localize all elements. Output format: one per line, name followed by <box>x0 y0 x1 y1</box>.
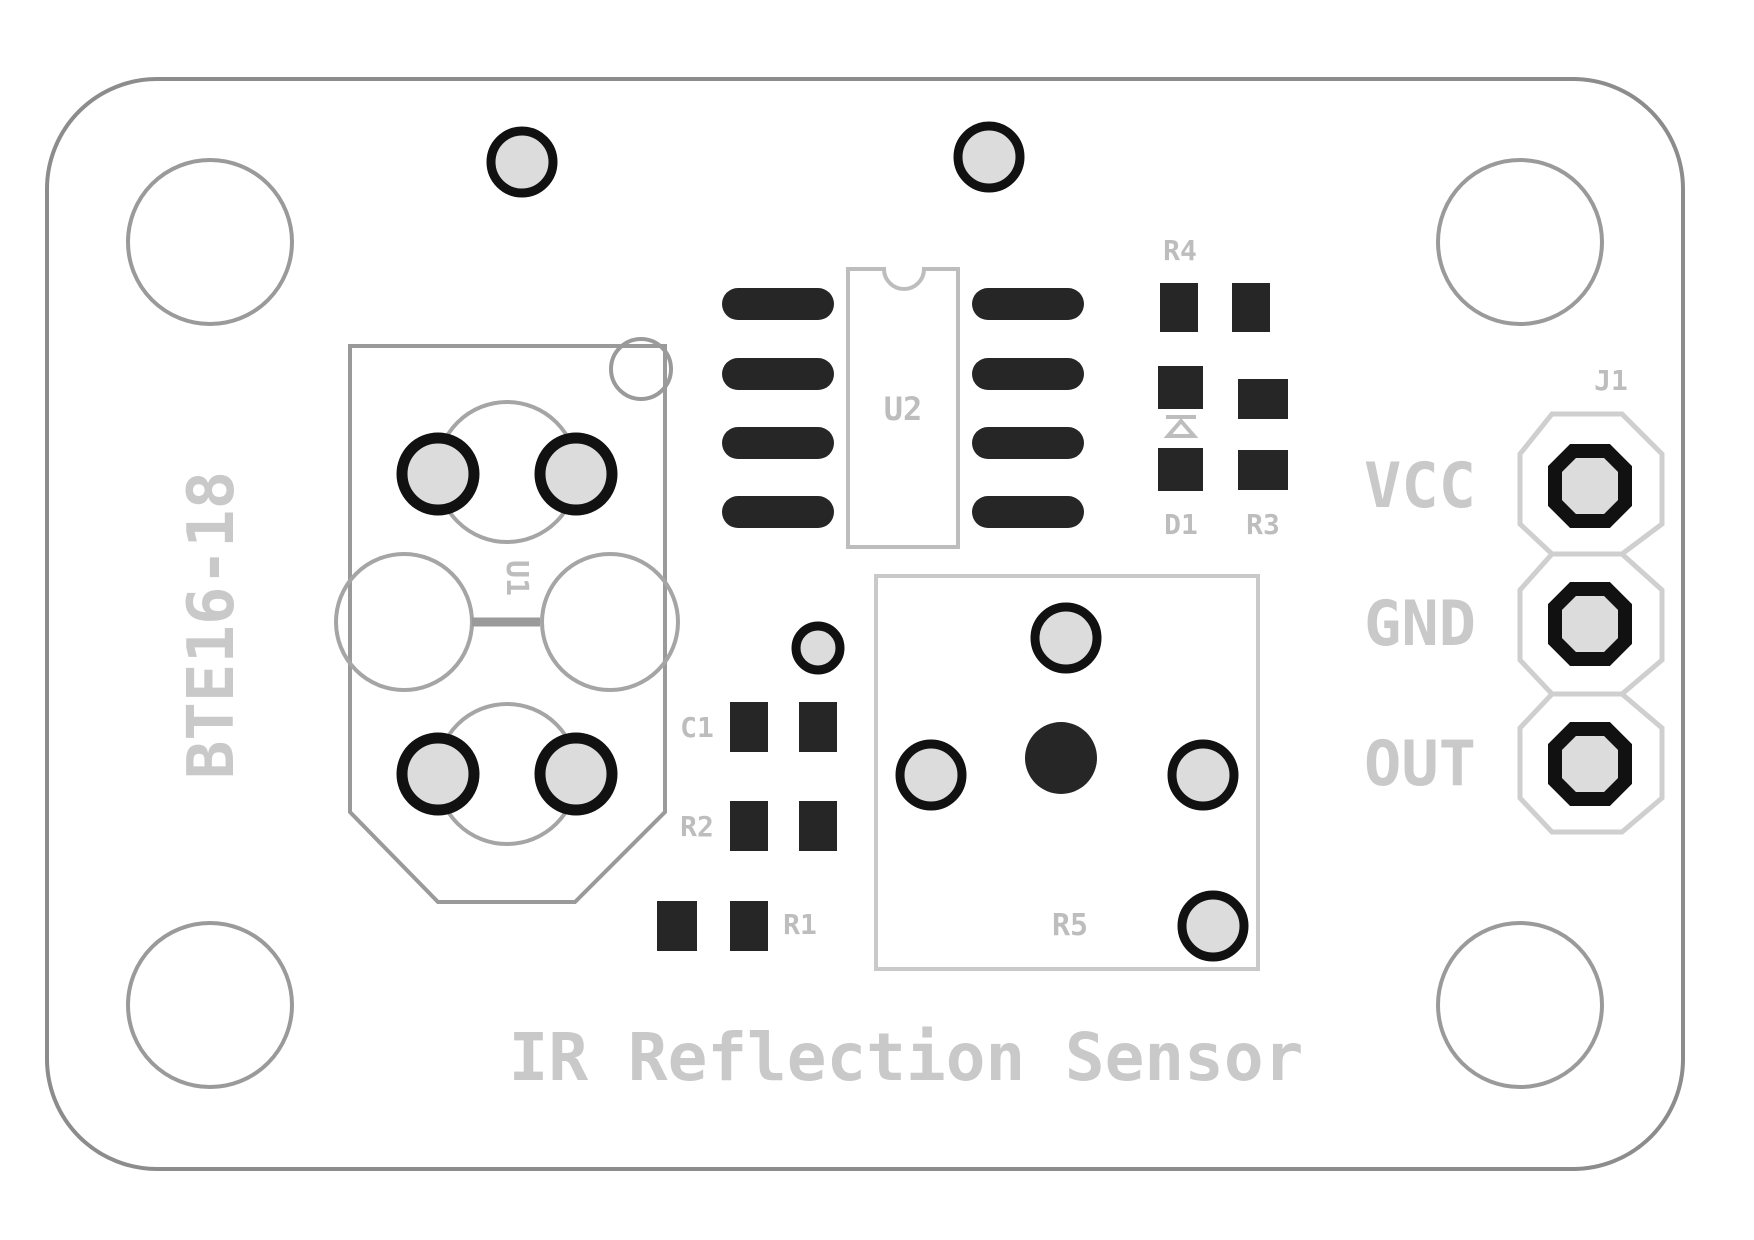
board-outline <box>45 77 1685 1171</box>
r4-pad <box>1160 283 1198 332</box>
u1-pad <box>396 432 480 516</box>
j1-pad-vcc <box>1548 444 1632 528</box>
d1-pad <box>1158 366 1203 409</box>
r3-footprint: R3 <box>1238 379 1288 541</box>
j1-pin-outline <box>1517 691 1665 835</box>
d1-pad <box>1158 448 1203 491</box>
r2-label: R2 <box>680 810 714 843</box>
u2-outline <box>846 267 960 549</box>
u1-lens-right <box>540 552 680 692</box>
r5-pad <box>1030 602 1102 674</box>
u1-lens-left <box>334 552 474 692</box>
part-number-label: BTE16-18 <box>175 471 249 779</box>
u2-footprint: U2 <box>722 267 1084 549</box>
r3-pad <box>1238 450 1288 490</box>
r5-outline <box>874 574 1260 971</box>
d1-footprint: D1 <box>1158 366 1203 541</box>
r3-pad <box>1238 379 1288 419</box>
diode-symbol-icon <box>1163 415 1199 438</box>
r5-pad <box>1177 890 1249 962</box>
u1-outline <box>348 344 667 904</box>
d1-label: D1 <box>1164 508 1198 541</box>
u1-pad <box>534 732 618 816</box>
u1-footprint: U1 <box>334 337 680 904</box>
pin-label-gnd: GND <box>1364 587 1476 660</box>
r1-pad <box>730 901 768 951</box>
r1-label: R1 <box>783 908 817 941</box>
u1-pad <box>534 432 618 516</box>
r4-label: R4 <box>1163 234 1197 267</box>
pin-label-vcc: VCC <box>1364 449 1476 522</box>
r5-label: R5 <box>1052 908 1088 943</box>
r1-footprint: R1 <box>657 901 817 951</box>
j1-label: J1 <box>1594 364 1628 397</box>
via-pad <box>791 621 845 675</box>
c1-pad <box>799 702 837 752</box>
r4-pad <box>1232 283 1270 332</box>
r2-pad <box>799 801 837 851</box>
mounting-hole-top-left <box>126 158 294 326</box>
top-pads <box>486 121 1025 198</box>
through-hole-pad <box>953 121 1025 193</box>
pin-label-out: OUT <box>1364 727 1476 800</box>
r5-pad <box>1167 739 1239 811</box>
j1-footprint: J1 VCC GND OUT <box>1364 364 1665 835</box>
r5-wiper-dot <box>1025 722 1097 794</box>
r4-footprint: R4 <box>1160 234 1270 332</box>
j1-pad-out <box>1548 722 1632 806</box>
through-hole-pad <box>486 126 558 198</box>
c1-label: C1 <box>680 711 714 744</box>
u2-label: U2 <box>884 390 923 428</box>
u1-pin1-marker <box>609 337 673 401</box>
r3-label: R3 <box>1246 508 1280 541</box>
r5-pad <box>895 739 967 811</box>
mounting-hole-bottom-right <box>1436 921 1604 1089</box>
u1-pad <box>396 732 480 816</box>
r2-pad <box>730 801 768 851</box>
mounting-hole-top-right <box>1436 158 1604 326</box>
c1-footprint: C1 <box>680 702 837 752</box>
u1-label: U1 <box>499 560 534 596</box>
mounting-holes <box>126 158 1604 1089</box>
r5-footprint: R5 <box>874 574 1260 971</box>
r1-pad <box>657 901 697 951</box>
mounting-hole-bottom-left <box>126 921 294 1089</box>
c1-pad <box>730 702 768 752</box>
r2-footprint: R2 <box>680 801 837 851</box>
board-title: IR Reflection Sensor <box>509 1019 1304 1096</box>
j1-pad-gnd <box>1548 582 1632 666</box>
